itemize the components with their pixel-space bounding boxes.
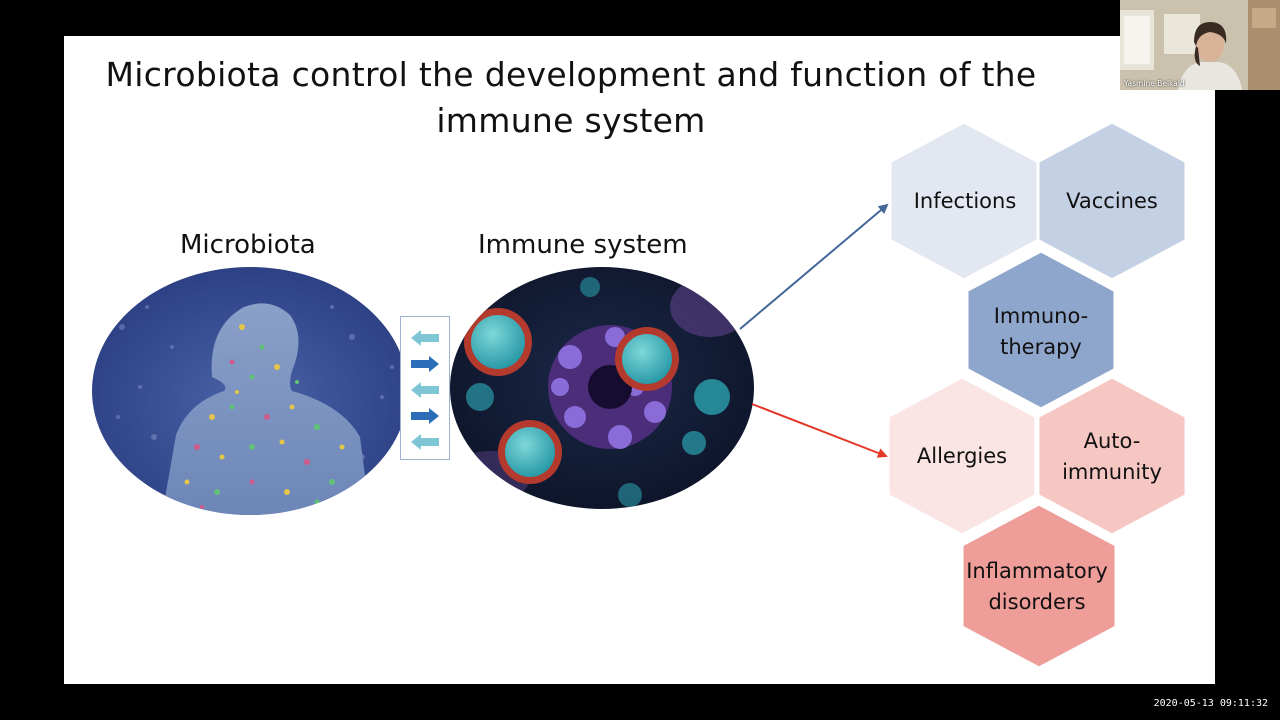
hexagon-allergies [886,375,1038,537]
hexagon-autoimmunity [1036,375,1188,537]
hexagon-inflammatory-disorders [960,502,1118,670]
hex-label-inflammatory-disorders: Inflammatory disorders [966,559,1108,614]
exchange-arrow-left-icon [411,382,439,398]
exchange-arrow-left-icon [411,330,439,346]
exchange-arrows [411,330,439,450]
webcam-thumbnail[interactable]: Yasmine Belkaid [1120,0,1280,90]
hex-label-vaccines: Vaccines [1066,188,1158,213]
blue-arrow [739,203,889,330]
hex-label-infections: Infections [913,188,1017,213]
hex-label-allergies: Allergies [916,443,1008,468]
hex-label-immunotherapy: Immuno- therapy [993,304,1089,359]
microbiota-image [92,267,408,515]
slide-title-line-2: immune system [436,101,706,140]
hexagon-immunotherapy [965,249,1117,411]
presentation-slide: Microbiota control the development and f… [64,36,1215,684]
hexagon-vaccines [1036,120,1188,282]
webcam-video [1120,0,1280,90]
webcam-participant-name: Yasmine Belkaid [1124,79,1185,88]
red-arrow [751,403,888,458]
immune-system-label: Immune system [478,230,688,260]
video-timestamp: 2020-05-13 09:11:32 [1153,698,1268,709]
slide-title: Microbiota control the development and f… [64,52,1078,144]
immune-system-image [450,267,754,509]
hex-label-autoimmunity: Auto- immunity [1062,429,1162,484]
exchange-arrow-right-icon [411,408,439,424]
exchange-arrows-box [400,316,450,460]
microbiota-label: Microbiota [180,230,316,260]
outcomes-hexagon-diagram [739,120,1188,670]
exchange-arrow-left-icon [411,434,439,450]
exchange-arrow-right-icon [411,356,439,372]
slide-title-line-1: Microbiota control the development and f… [105,55,1037,94]
